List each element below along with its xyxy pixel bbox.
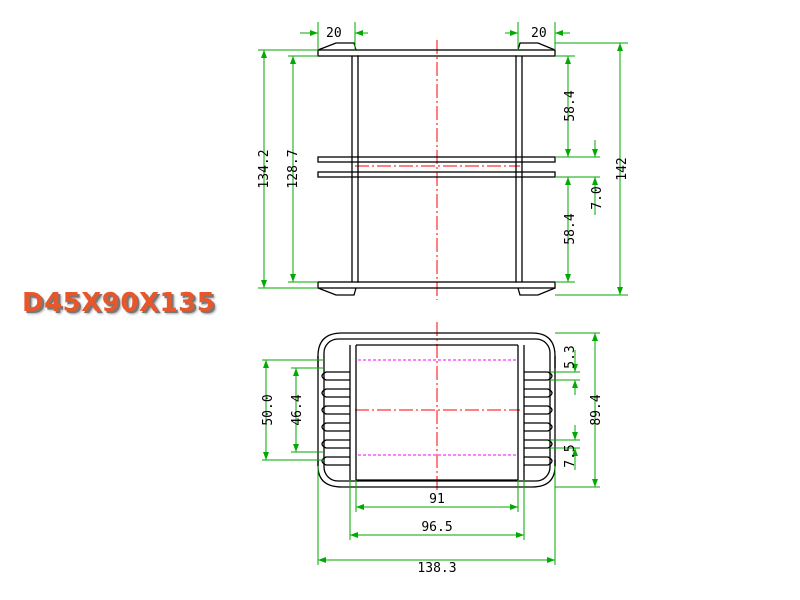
- bottom-top-arc: [317, 332, 556, 368]
- dim-height-left-a: 50.0: [261, 394, 276, 425]
- bottom-outline: [317, 332, 556, 488]
- dim-overall-width: 138.3: [417, 561, 456, 576]
- bottom-dimension-arrows: [263, 333, 598, 563]
- bottom-inner-outline: [323, 338, 551, 482]
- dim-slot-pitch-top: 5.3: [563, 345, 578, 368]
- top-flange-upper: [317, 49, 556, 57]
- top-dimension-arrows: [261, 30, 623, 295]
- dim-divider-gap: 7.0: [590, 186, 605, 209]
- top-divider-lower: [317, 171, 556, 178]
- dim-slot-pitch-bottom: 7.5: [563, 444, 578, 467]
- top-flange-lower: [317, 281, 556, 289]
- top-dimension-lines: [258, 22, 628, 296]
- top-divider-upper: [317, 156, 556, 163]
- top-outline: [317, 42, 556, 296]
- dim-height-right: 89.4: [589, 394, 604, 425]
- dim-lower-section: 58.4: [563, 213, 578, 244]
- dim-flange-right: 20: [531, 26, 547, 41]
- top-view: 20 20 142 134.2 128.7 58.4 58.4 7.0: [257, 22, 630, 300]
- dim-height-left-b: 46.4: [290, 394, 305, 425]
- dim-bobbin-width: 96.5: [421, 520, 452, 535]
- dim-inner-height-a: 134.2: [257, 149, 272, 188]
- dim-core-width: 91: [429, 492, 445, 507]
- dim-total-height: 142: [615, 157, 630, 180]
- bottom-bottom-arc: [317, 460, 556, 488]
- dim-inner-height-b: 128.7: [286, 149, 301, 188]
- model-title: D45X90X135: [22, 288, 216, 318]
- dim-flange-left: 20: [326, 26, 342, 41]
- bottom-view: 5.3 7.5 89.4 50.0 46.4 91 96.5 138.3: [261, 322, 604, 576]
- dim-upper-section: 58.4: [563, 90, 578, 121]
